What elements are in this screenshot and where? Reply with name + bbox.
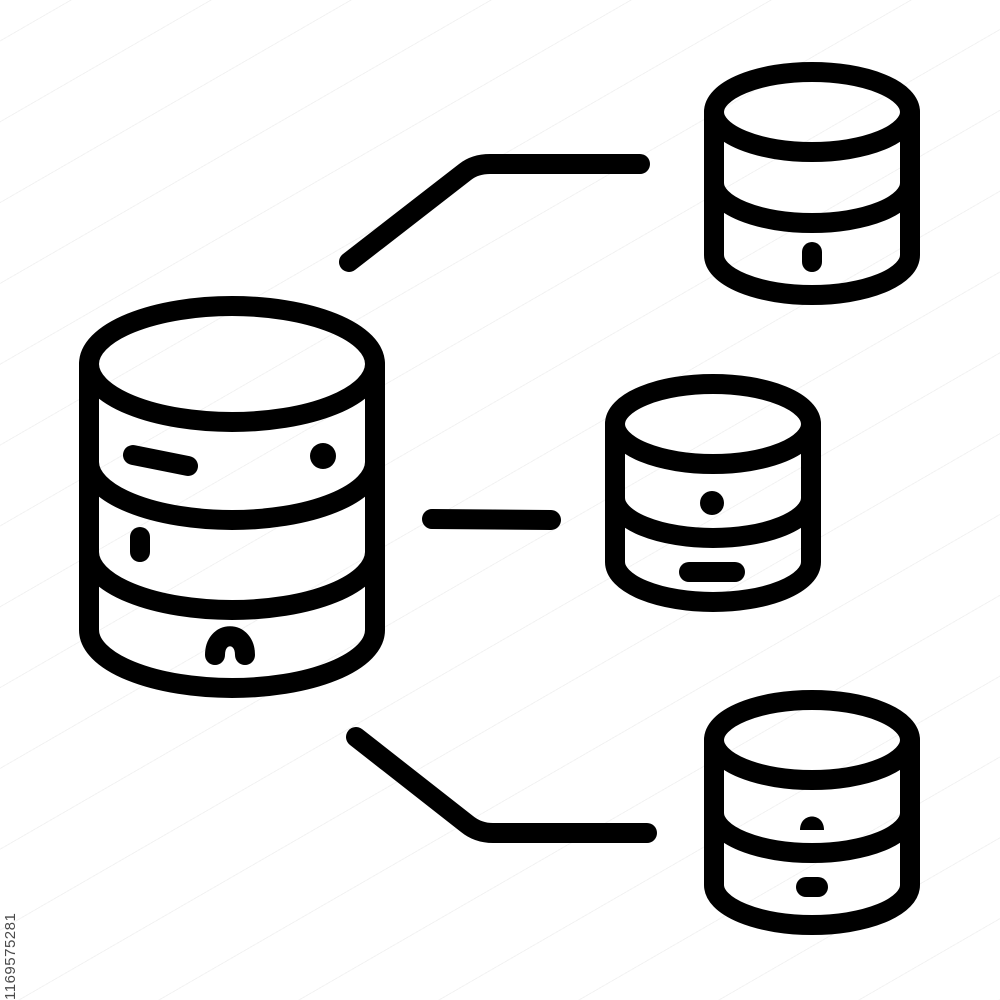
stock-id-label: 1169575281 [2, 912, 19, 1000]
middle-db-led-icon [700, 491, 724, 515]
connector-lines [339, 154, 657, 843]
main-db-led-icon [310, 443, 336, 469]
replica-database-middle-icon [605, 374, 821, 612]
replica-database-top-icon [704, 62, 920, 305]
main-database-icon [79, 296, 385, 698]
replica-database-bottom-icon [704, 690, 920, 935]
bottom-db-led-icon [800, 816, 824, 830]
